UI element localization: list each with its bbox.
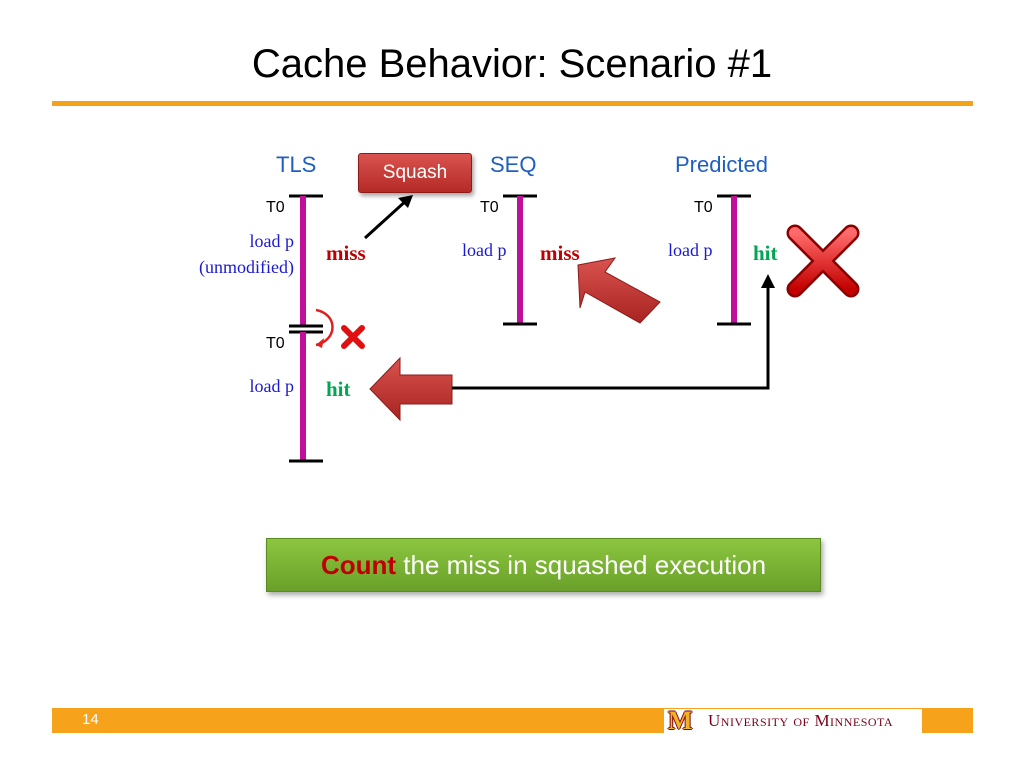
squash-button[interactable]: Squash (358, 153, 472, 193)
seq-miss-pointer-arrow-icon (577, 257, 661, 324)
seq-thread: T0 (480, 199, 499, 216)
predicted-to-tls-connector (452, 283, 770, 390)
squash-loop-arrowhead-icon (316, 338, 324, 348)
seq-header: SEQ (490, 152, 537, 177)
tls-epoch1-result: miss (326, 241, 366, 265)
miss-to-squash-arrow (363, 197, 410, 240)
university-logo: M University of Minnesota (664, 706, 922, 735)
tls-epoch1-load: load p (249, 231, 295, 251)
predicted-thread: T0 (694, 199, 713, 216)
miss-to-squash-arrowhead-icon (398, 195, 413, 208)
slide-title: Cache Behavior: Scenario #1 (251, 42, 773, 86)
seq-timeline (503, 194, 537, 326)
title-underline (52, 101, 973, 106)
connector-arrowhead-icon (761, 274, 775, 288)
tls-epoch1-note: (unmodified) (199, 257, 294, 277)
tls-epoch1-thread: T0 (266, 199, 285, 216)
tls-hit-pointer-arrow-icon (369, 356, 453, 422)
predicted-header: Predicted (675, 152, 768, 177)
tls-epoch2-thread: T0 (266, 335, 285, 352)
summary-callout: Count the miss in squashed execution (266, 538, 821, 592)
tls-epoch2-load: load p (249, 376, 295, 396)
tls-timeline (289, 194, 323, 463)
block-m-logo-icon: M (668, 706, 693, 735)
callout-text: the miss in squashed execution (396, 550, 767, 580)
seq-result: miss (540, 241, 580, 265)
small-red-x-icon (341, 325, 365, 349)
logo-text: University of Minnesota (708, 711, 894, 730)
predicted-load: load p (668, 240, 713, 260)
predicted-result: hit (753, 241, 778, 265)
seq-load: load p (462, 240, 507, 260)
tls-header: TLS (276, 152, 317, 177)
predicted-timeline (717, 194, 751, 326)
big-red-x-icon (786, 224, 860, 298)
page-number: 14 (82, 711, 99, 728)
callout-emphasis: Count (320, 550, 397, 580)
tls-epoch2-result: hit (326, 377, 351, 401)
